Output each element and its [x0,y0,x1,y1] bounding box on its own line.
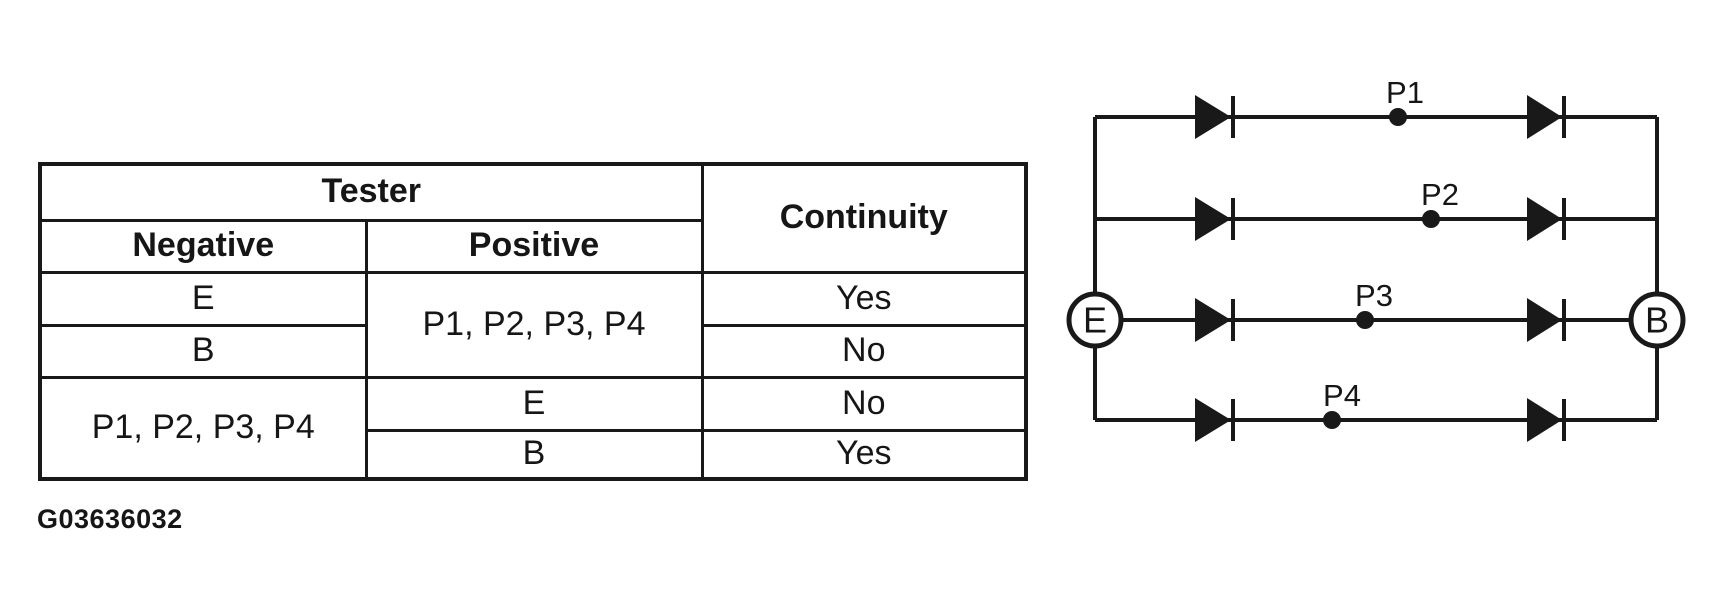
terminal-label: B [1645,300,1669,341]
cell-positive-b: B [364,428,704,481]
test-point-dot [1356,311,1374,329]
cell-negative-b: B [38,323,368,379]
wire [1093,115,1659,422]
continuity-table: Tester Continuity Negative Positive E P1… [38,162,1028,481]
cell-continuity-no: No [700,375,1028,432]
figure-id: G03636032 [37,504,183,534]
branch-label: P1 [1386,75,1424,110]
header-continuity: Continuity [700,162,1028,274]
header-positive: Positive [364,218,704,274]
branch-p1: P1 [1195,75,1566,139]
table-row: P1, P2, P3, P4 E No [38,375,1028,481]
circuit-diagram: P1 P2 P3 [1066,75,1686,442]
cell-continuity-no: No [700,323,1028,379]
test-point-dot [1323,411,1341,429]
terminal-b: B [1628,291,1686,349]
diode-icon [1195,95,1235,139]
terminal-label: E [1083,300,1107,341]
cell-positive-p1p2p3p4: P1, P2, P3, P4 [364,270,704,379]
diode-icon [1195,197,1235,241]
cell-negative-p1p2p3p4: P1, P2, P3, P4 [38,375,368,481]
cell-negative-e: E [38,270,368,327]
diode-icon [1527,95,1566,139]
cell-continuity-yes: Yes [700,428,1028,481]
diode-icon [1195,398,1235,442]
table-row: B Yes [40,428,1028,481]
branch-p4: P4 [1195,378,1566,442]
branch-p3: P3 [1195,278,1566,342]
diode-icon [1527,197,1566,241]
table-row: E P1, P2, P3, P4 Yes [38,270,1028,379]
test-point-dot [1389,108,1407,126]
terminal-circle [1628,291,1686,349]
diode-icon [1527,398,1566,442]
branch-p2: P2 [1195,177,1566,241]
test-point-dot [1422,210,1440,228]
diode-icon [1527,298,1566,342]
branch-label: P4 [1323,378,1361,413]
terminal-circle [1066,291,1124,349]
branch-label: P2 [1421,177,1459,212]
terminal-e: E [1066,291,1124,349]
branch-label: P3 [1355,278,1393,313]
cell-continuity-yes: Yes [700,270,1028,327]
continuity-table-container: Tester Continuity Negative Positive E P1… [38,162,1028,481]
header-tester: Tester [38,162,704,222]
header-negative: Negative [38,218,368,274]
diode-icon [1195,298,1235,342]
cell-positive-e: E [364,375,704,432]
table-row: B No [38,323,1028,379]
